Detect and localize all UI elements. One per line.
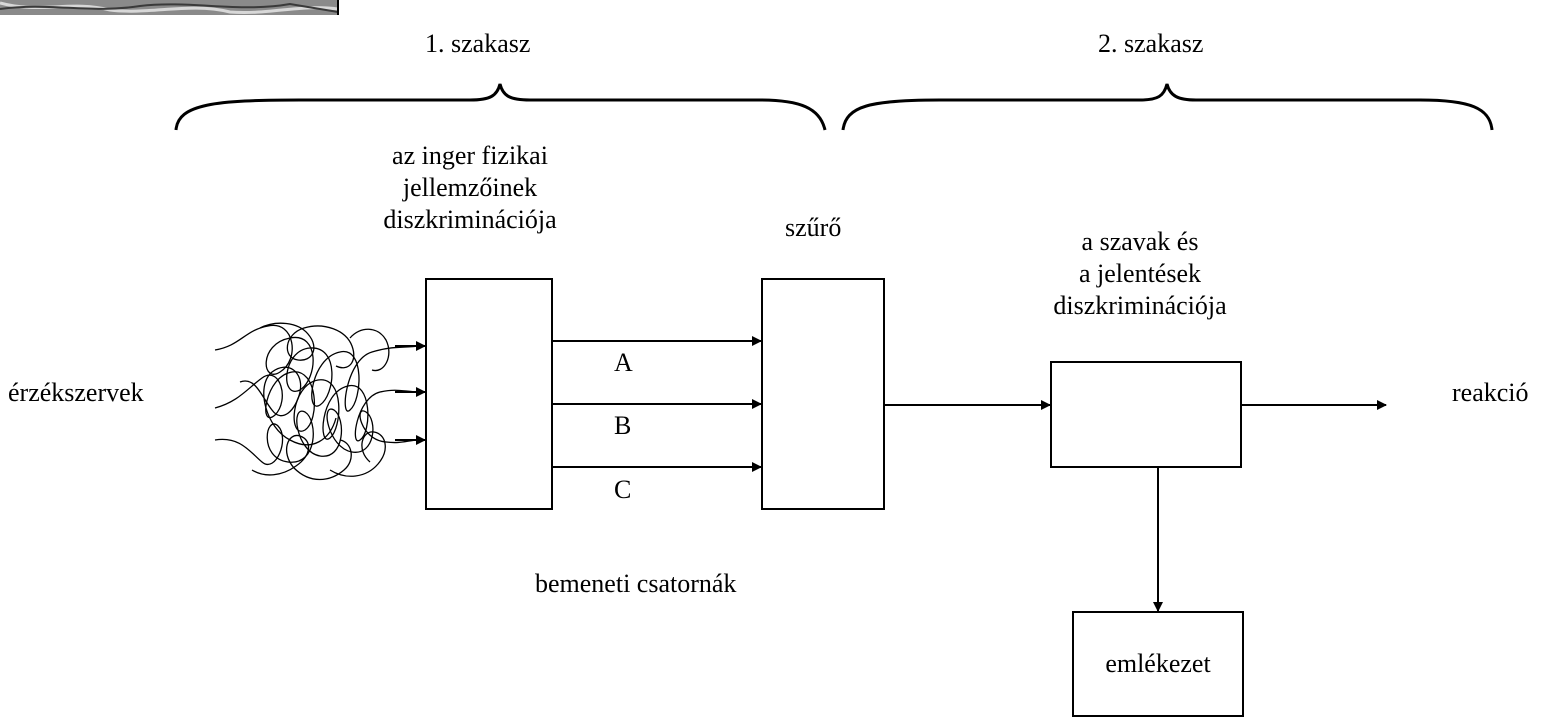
memory-box bbox=[1072, 611, 1244, 717]
filter-label: szűrő bbox=[785, 213, 842, 242]
stage1-brace bbox=[174, 83, 827, 131]
sensory-input-tangle bbox=[214, 322, 421, 481]
stage1-label: 1. szakasz bbox=[425, 29, 531, 58]
corner-image-fragment bbox=[0, 0, 339, 15]
stage2-label: 2. szakasz bbox=[1098, 29, 1204, 58]
reaction-label: reakció bbox=[1452, 378, 1529, 407]
filter-box bbox=[761, 278, 885, 510]
input-channels-label: bemeneti csatornák bbox=[535, 569, 737, 598]
meaning-discrimination-label: a szavak és a jelentések diszkriminációj… bbox=[1053, 227, 1227, 320]
sense-organs-label: érzékszervek bbox=[8, 378, 144, 407]
channel-c-label: C bbox=[614, 475, 632, 504]
physical-discrimination-label: az inger fizikai jellemzőinek diszkrimin… bbox=[383, 141, 557, 234]
meaning-discrimination-box bbox=[1050, 361, 1242, 468]
stage2-brace bbox=[841, 83, 1494, 131]
physical-discrimination-box bbox=[425, 278, 553, 510]
memory-label: emlékezet bbox=[1105, 649, 1211, 678]
channel-a-label: A bbox=[614, 348, 633, 377]
channel-b-label: B bbox=[614, 411, 632, 440]
